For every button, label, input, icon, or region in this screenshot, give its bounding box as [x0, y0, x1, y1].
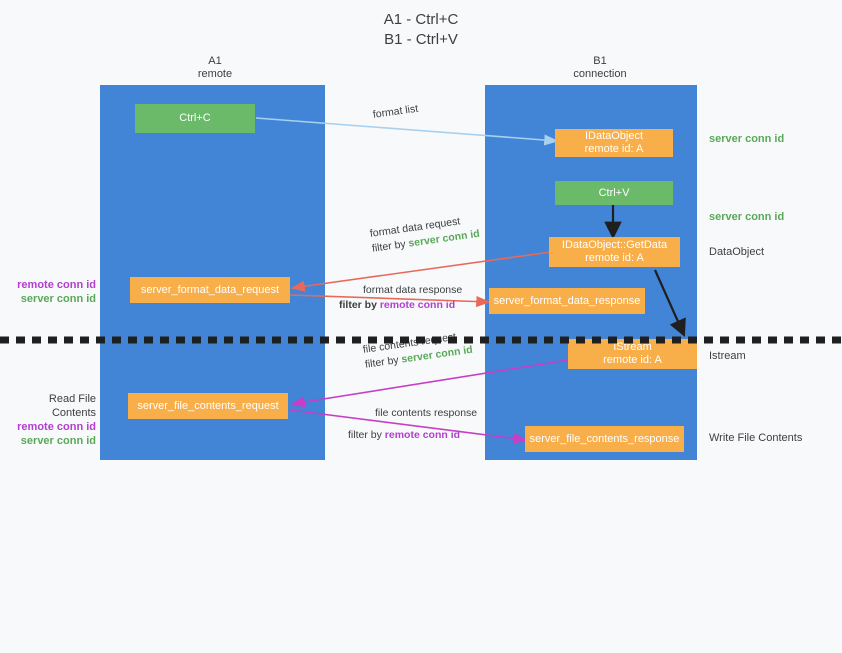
node-server-format-data-response[interactable]: server_format_data_response [489, 288, 645, 314]
column-header-a1: A1 remote [120, 55, 310, 81]
edge-label-format-list: format list [372, 102, 419, 123]
edge-label-format-data-response-line2: filter by remote conn id [339, 298, 462, 313]
node-istream-sublabel: remote id: A [603, 354, 662, 366]
node-idataobject[interactable]: IDataObject remote id: A [555, 129, 673, 157]
right-label-server-conn-id-mid: server conn id [709, 211, 785, 223]
node-istream[interactable]: IStream remote id: A [568, 339, 697, 369]
node-istream-label: IStream [613, 341, 652, 353]
node-server-file-contents-response[interactable]: server_file_contents_response [525, 426, 684, 452]
filter-value-remote-conn-id: remote conn id [379, 299, 456, 311]
filter-prefix: filter by [371, 237, 410, 255]
node-idataobject-getdata-label: IDataObject::GetData [561, 239, 668, 251]
right-label-istream: Istream [709, 350, 746, 362]
page-title: A1 - Ctrl+C B1 - Ctrl+V [383, 11, 459, 48]
column-header-a1-sub: remote [197, 68, 233, 80]
left-label-read-file-contents: Read File Contents [48, 393, 96, 419]
edge-label-format-data-response-line1: format data response [363, 284, 463, 296]
column-header-b1-sub: connection [573, 68, 627, 80]
left-label-remote-conn-id-1: remote conn id [17, 279, 96, 291]
edge-label-format-data-request: format data request filter by server con… [369, 212, 481, 257]
node-idataobject-getdata[interactable]: IDataObject::GetData remote id: A [549, 237, 680, 267]
filter-prefix: filter by [348, 429, 385, 441]
node-ctrl-c[interactable]: Ctrl+C [135, 104, 255, 133]
filter-prefix: filter by [339, 299, 380, 311]
edge-label-format-list-text: format list [372, 102, 419, 121]
node-ctrl-c-label: Ctrl+C [179, 112, 211, 124]
left-label-server-conn-id-2: server conn id [20, 435, 96, 447]
right-label-write-file-contents: Write File Contents [709, 432, 803, 444]
left-label-remote-conn-id-2: remote conn id [17, 421, 96, 433]
node-idataobject-getdata-sublabel: remote id: A [585, 252, 644, 264]
filter-value-remote-conn-id: remote conn id [384, 429, 461, 441]
edge-label-file-contents-response: file contents response filter by remote … [348, 406, 478, 443]
edge-label-file-contents-response-line2: filter by remote conn id [348, 428, 477, 443]
left-label-read-file-contents-group: Read File Contents remote conn id server… [8, 392, 96, 448]
node-server-format-data-request-label: server_format_data_request [140, 283, 280, 296]
left-label-conn-ids-1: remote conn id server conn id [12, 278, 96, 306]
node-server-format-data-request[interactable]: server_format_data_request [130, 277, 290, 303]
column-header-a1-name: A1 [208, 55, 222, 67]
node-ctrl-v-label: Ctrl+V [598, 186, 630, 199]
node-server-file-contents-request-label: server_file_contents_request [137, 399, 279, 412]
node-idataobject-sublabel: remote id: A [584, 143, 644, 155]
node-ctrl-v[interactable]: Ctrl+V [555, 181, 673, 205]
left-label-server-conn-id-1: server conn id [20, 293, 96, 305]
node-server-format-data-response-label: server_format_data_response [493, 294, 641, 307]
right-label-dataobject: DataObject [709, 246, 765, 258]
edge-label-file-contents-response-line1: file contents response [375, 407, 478, 419]
node-server-file-contents-response-label: server_file_contents_response [529, 432, 680, 445]
node-idataobject-label: IDataObject [584, 130, 644, 142]
column-header-b1: B1 connection [505, 55, 695, 81]
edge-label-file-contents-request: file contents request filter by server c… [362, 328, 474, 373]
filter-prefix: filter by [364, 353, 403, 371]
column-header-b1-name: B1 [593, 55, 607, 67]
edge-label-format-data-response: format data response filter by remote co… [339, 283, 463, 313]
node-server-file-contents-request[interactable]: server_file_contents_request [128, 393, 288, 419]
right-label-server-conn-id-top: server conn id [709, 133, 785, 145]
diagram-canvas: A1 - Ctrl+C B1 - Ctrl+V A1 remote B1 con… [0, 11, 842, 460]
